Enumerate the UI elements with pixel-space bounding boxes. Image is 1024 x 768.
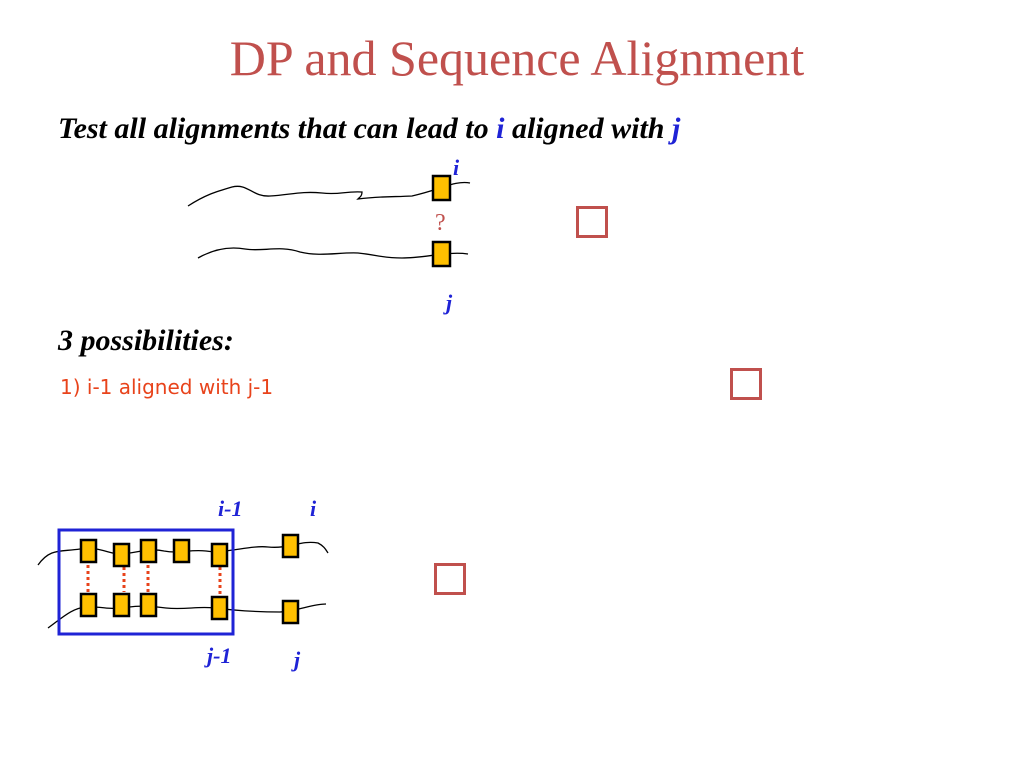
question-mark: ?: [435, 210, 446, 236]
aligned-prefix-frame: [57, 528, 235, 636]
placeholder-square-icon: [434, 563, 466, 595]
residue-bottom: [139, 592, 158, 618]
placeholder-square-icon: [576, 206, 608, 238]
possibilities-heading: 3 possibilities:: [58, 324, 234, 357]
slide-title: DP and Sequence Alignment: [229, 30, 805, 86]
label-j-minus-1: j-1: [204, 643, 231, 668]
subtitle-prefix: Test all alignments that can lead to: [58, 112, 497, 145]
residue-top: [172, 538, 191, 564]
residue-i: [281, 533, 300, 559]
residue-top: [139, 538, 158, 564]
residue-bottom: [79, 592, 98, 618]
residue-i: [431, 174, 452, 202]
residue-bottom: [112, 592, 131, 618]
subtitle-var-i: i: [496, 112, 505, 145]
residue-top: [79, 538, 98, 564]
slide-subtitle: Test all alignments that can lead to i a…: [58, 110, 680, 148]
label-i: i: [310, 496, 317, 521]
label-i-minus-1: i-1: [218, 496, 242, 521]
label-i: i: [453, 155, 460, 180]
residue-j: [431, 240, 452, 268]
residue-j: [281, 599, 300, 625]
top-diagram: i j ?: [187, 155, 471, 315]
bottom-diagram: i-1 i j-1 j: [37, 496, 329, 672]
label-j: j: [291, 647, 301, 672]
label-j: j: [443, 290, 453, 315]
sequence-a-line: [187, 181, 471, 207]
residue-j-minus-1: [210, 595, 229, 621]
residue-top: [112, 542, 131, 568]
subtitle-middle: aligned with: [504, 112, 672, 145]
sequence-b-line: [197, 247, 469, 259]
placeholder-square-icon: [730, 368, 762, 400]
case-1-text: 1) i-1 aligned with j-1: [60, 375, 274, 399]
residue-i-minus-1: [210, 542, 229, 568]
subtitle-var-j: j: [672, 112, 681, 145]
